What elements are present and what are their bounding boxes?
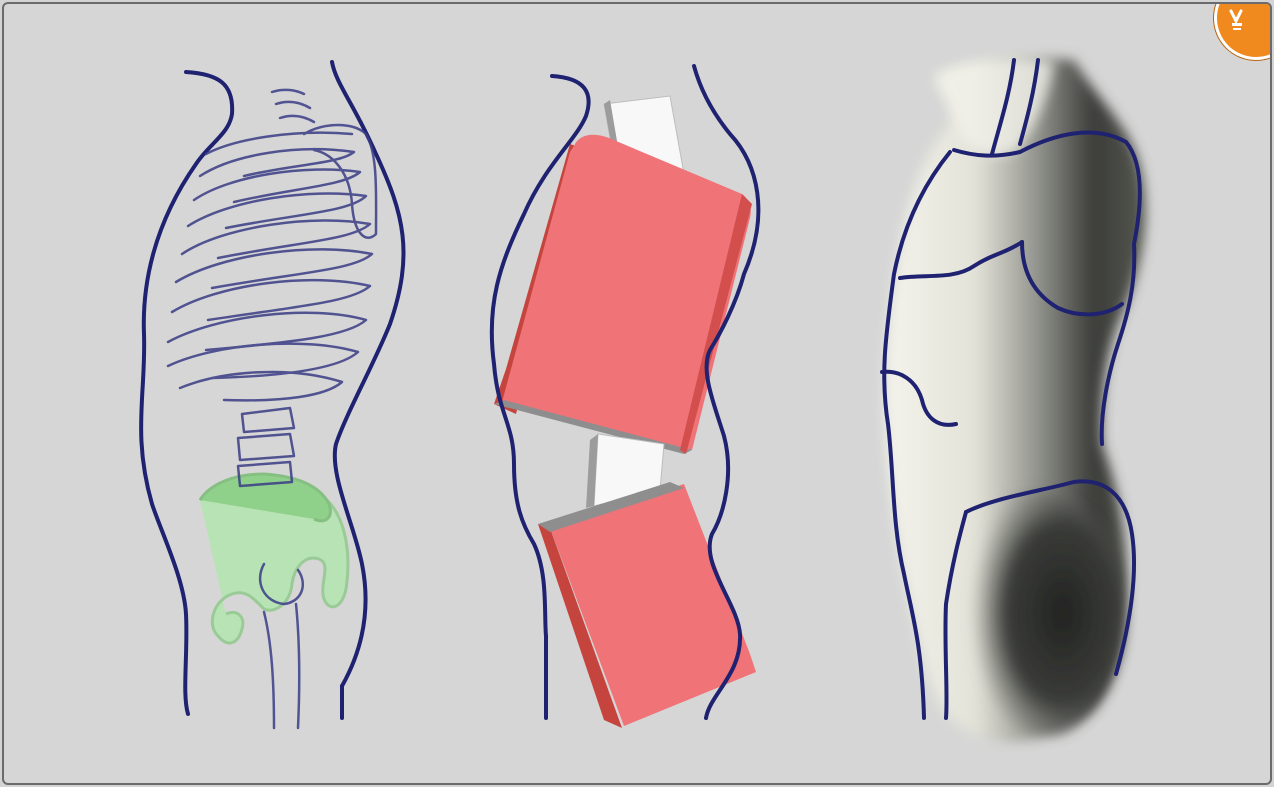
- lightbulb-icon: [1227, 9, 1257, 39]
- neck-vertebra: [280, 116, 314, 122]
- box-torso-panel: [474, 4, 804, 783]
- neck-vertebra: [276, 102, 310, 108]
- neck-vertebra: [272, 90, 304, 94]
- lumbar-vertebra: [238, 434, 294, 460]
- corner-badge: [1214, 2, 1272, 60]
- shaded-torso-panel: [864, 4, 1194, 783]
- skeleton-torso-panel: [114, 4, 444, 783]
- femur: [264, 604, 299, 728]
- lumbar-vertebra: [242, 408, 294, 432]
